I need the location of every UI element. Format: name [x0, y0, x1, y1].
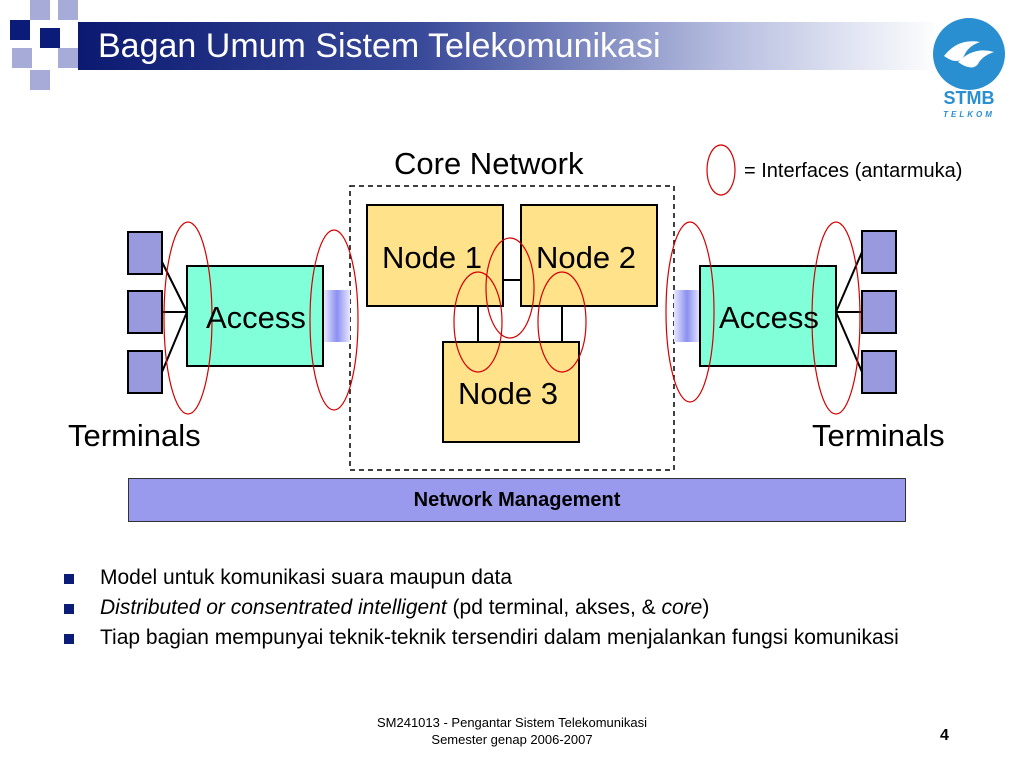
node-1-box [366, 204, 504, 307]
interface-ellipse [485, 237, 535, 339]
decor-square [40, 28, 60, 48]
bullet-text: Tiap bagian mempunyai teknik-teknik ters… [100, 626, 899, 649]
network-management-box [128, 478, 906, 522]
core-network-label: Core Network [394, 146, 584, 181]
terminal-left-1 [127, 231, 163, 275]
terminal-left-2 [127, 290, 163, 334]
square-bullet-icon [64, 574, 74, 584]
terminal-right-3 [861, 350, 897, 394]
terminals-right-label: Terminals [812, 418, 945, 453]
node-2-label: Node 2 [536, 240, 636, 275]
access-core-link-left [324, 290, 350, 342]
interface-legend-ellipse [706, 144, 736, 196]
interface-ellipse [811, 221, 861, 415]
terminal-left-3 [127, 350, 163, 394]
footer: SM241013 - Pengantar Sistem Telekomunika… [300, 714, 724, 748]
interface-ellipse [453, 271, 503, 373]
interface-ellipse [309, 229, 359, 411]
terminal-right-1 [861, 230, 897, 274]
interface-ellipse [537, 271, 587, 373]
title-bar [78, 22, 940, 70]
bullet-text: Model untuk komunikasi suara maupun data [100, 566, 513, 589]
decor-square [58, 0, 78, 20]
interfaces-legend: = Interfaces (antarmuka) [744, 160, 963, 182]
logo-subtext: TELKOM [943, 110, 995, 119]
access-right-label: Access [719, 300, 819, 335]
bullet-italic-text: core [661, 596, 703, 619]
access-left-label: Access [206, 300, 306, 335]
bullet-list: Model untuk komunikasi suara maupun data… [64, 566, 964, 656]
bullet-italic-text: Distributed or consentrated intelligent [100, 596, 447, 619]
page-number: 4 [940, 727, 949, 744]
footer-course: SM241013 - Pengantar Sistem Telekomunika… [376, 715, 648, 730]
node-3-box [442, 341, 580, 443]
decor-square [12, 48, 32, 68]
square-bullet-icon [64, 604, 74, 614]
list-item: Model untuk komunikasi suara maupun data [64, 566, 964, 589]
access-left-box [186, 265, 324, 367]
access-core-link-right [674, 290, 700, 342]
bullet-text: ) [702, 596, 710, 619]
network-management-label: Network Management [413, 489, 621, 511]
list-item: Tiap bagian mempunyai teknik-teknik ters… [64, 626, 960, 649]
interface-ellipse [665, 221, 715, 403]
interface-ellipse [163, 221, 213, 415]
node-3-label: Node 3 [458, 376, 558, 411]
stmb-logo: STMB TELKOM [933, 18, 1005, 119]
terminal-right-2 [861, 290, 897, 334]
decor-square [58, 48, 78, 68]
list-item: Distributed or consentrated intelligent … [64, 596, 964, 619]
decor-square [30, 0, 50, 20]
decor-square [30, 70, 50, 90]
terminals-left-label: Terminals [68, 418, 201, 453]
square-bullet-icon [64, 634, 74, 644]
logo-text: STMB [944, 88, 995, 108]
decor-square [10, 20, 30, 40]
node-1-label: Node 1 [382, 240, 482, 275]
page-title: Bagan Umum Sistem Telekomunikasi [98, 27, 661, 65]
bullet-text: (pd terminal, akses, & [446, 596, 662, 619]
footer-semester: Semester genap 2006-2007 [431, 732, 593, 747]
